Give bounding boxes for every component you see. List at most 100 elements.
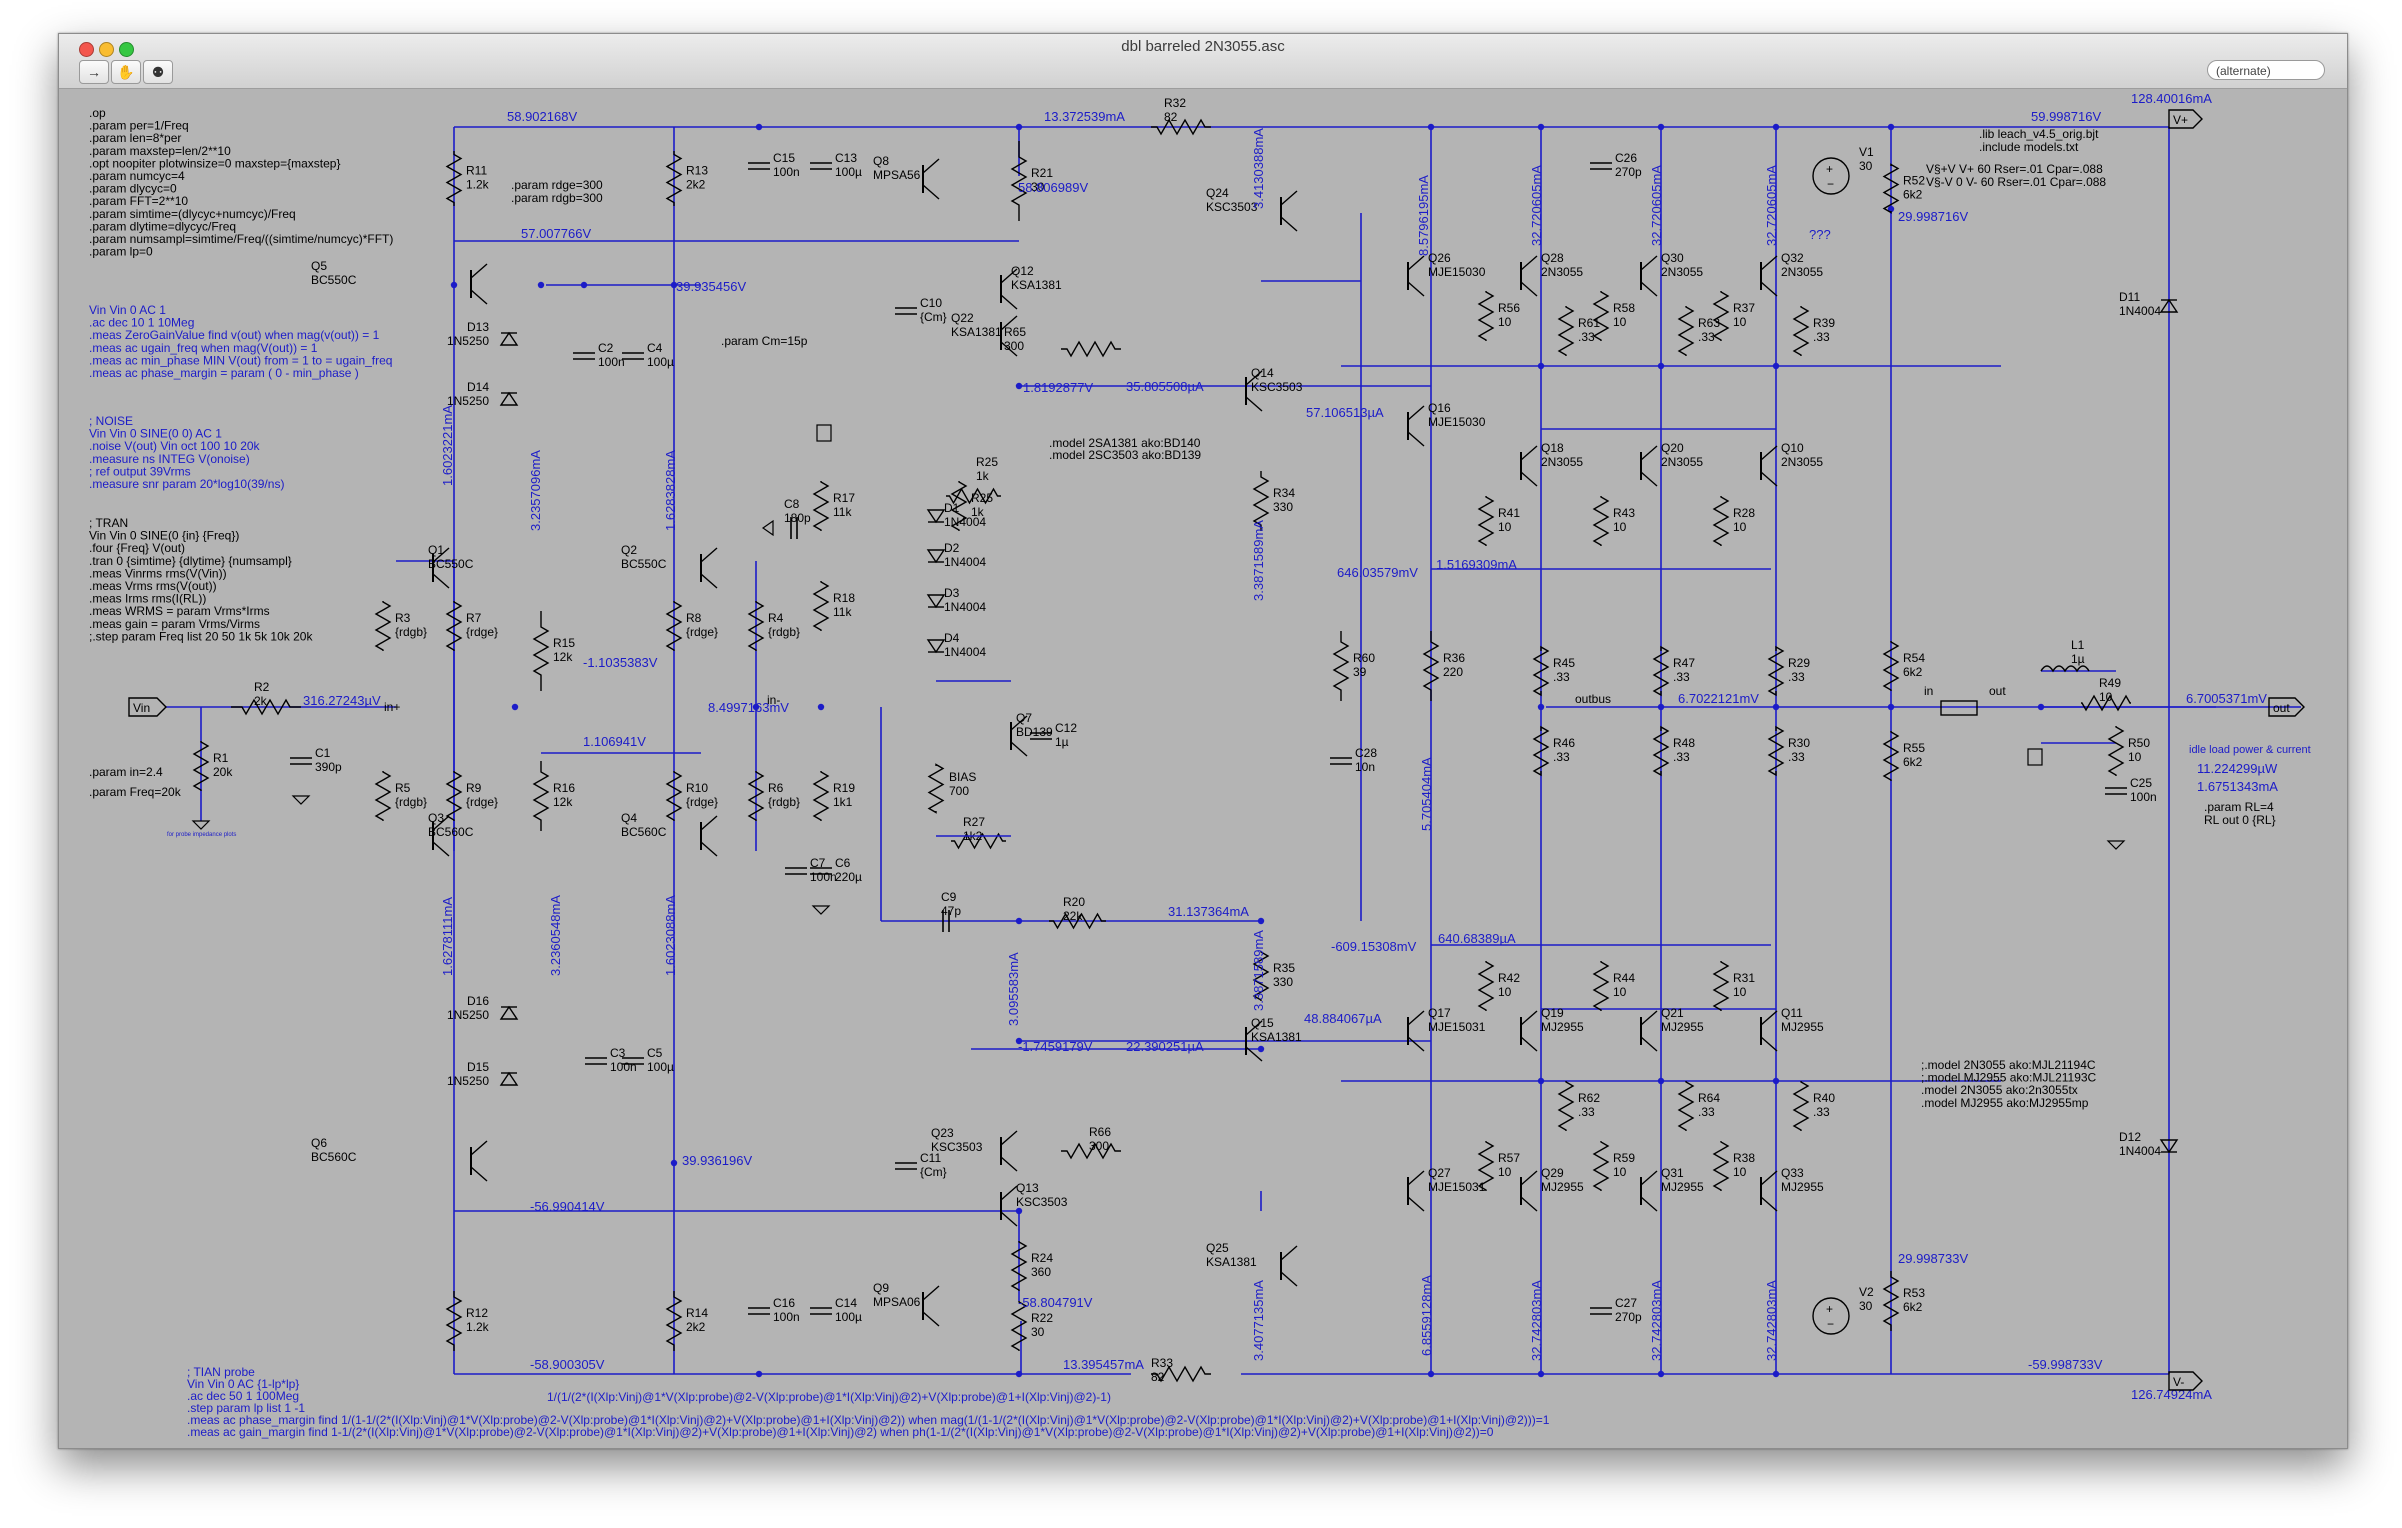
node-voltage-label: 6.7005371mV (2186, 691, 2267, 706)
junction-dot (1015, 917, 1023, 925)
schematic-text: Q16 (1428, 401, 1451, 415)
resistor (2081, 694, 2131, 712)
schematic-text: .33 (1813, 1105, 1830, 1119)
schematic-text: R62 (1578, 1091, 1600, 1105)
schematic-text: R14 (686, 1306, 708, 1320)
schematic-text: 2k (254, 694, 268, 708)
resistor (1557, 306, 1575, 356)
schematic-text: KSA1381 (1206, 1255, 1257, 1269)
node-voltage-label: 58.902168V (507, 109, 577, 124)
schematic-text: .33 (1673, 670, 1690, 684)
current-label: 1.6023088mA (663, 895, 678, 976)
schematic-text: Q30 (1661, 251, 1684, 265)
transistor (1760, 445, 1778, 461)
current-label: 8.5796195mA (1416, 175, 1431, 256)
schematic-text: C6 (835, 856, 851, 870)
schematic-text: R15 (553, 636, 575, 650)
schematic-text: 360 (1031, 1265, 1051, 1279)
schematic-text: R48 (1673, 736, 1695, 750)
search-field[interactable]: (alternate) (2207, 60, 2325, 80)
schematic-text: {Cm} (920, 310, 947, 324)
schematic-text: + (1826, 1302, 1833, 1316)
diode (2159, 298, 2179, 313)
maximize-button[interactable] (119, 42, 134, 57)
junction-dot (1657, 123, 1665, 131)
schematic-text: .include models.txt (1979, 140, 2079, 154)
resistor (1422, 631, 1440, 701)
junction-dot (752, 703, 760, 711)
transistor (1520, 471, 1538, 487)
schematic-text: 1/(1/(2*(I(Xlp:Vinj)@1*V(Xlp:probe)@2-V(… (547, 1390, 1111, 1404)
schematic-text: 10 (2099, 690, 2113, 704)
resistor (445, 601, 463, 651)
spice-directive: .param numsampl=simtime/Freq/((simtime/n… (89, 232, 393, 246)
transistor (1407, 1010, 1425, 1026)
schematic-text: {rdgb} (768, 795, 800, 809)
schematic-text: 1k (971, 505, 985, 519)
junction-dot (511, 703, 519, 711)
transistor (1280, 216, 1298, 232)
schematic-text: 100µ (835, 1310, 862, 1324)
schematic-text: .33 (1578, 1105, 1595, 1119)
schematic-text: R20 (1063, 895, 1085, 909)
schematic-text: R44 (1613, 971, 1635, 985)
schematic-text: V2 (1859, 1285, 1874, 1299)
schematic-text: MJ2955 (1541, 1180, 1584, 1194)
close-button[interactable] (79, 42, 94, 57)
schematic-text: Q15 (1251, 1016, 1274, 1030)
schematic-text: MJ2955 (1661, 1020, 1704, 1034)
transistor (922, 1311, 940, 1327)
resistor (950, 481, 968, 531)
junction-dot (1887, 703, 1895, 711)
spice-comment: .ac dec 50 1 100Meg (187, 1389, 299, 1403)
probe-tool-icon[interactable]: ⚉ (143, 60, 173, 84)
schematic-text: R27 (963, 815, 985, 829)
current-label: 3.4130388mA (1251, 128, 1266, 209)
schematic-text: .model 2SA1381 ako:BD140 (1049, 436, 1201, 450)
schematic-text: .param RL=4 (2204, 800, 2274, 814)
transistor (1760, 1196, 1778, 1212)
transistor (1520, 1010, 1538, 1026)
schematic-text: V1 (1859, 145, 1874, 159)
resistor (1592, 496, 1610, 546)
transistor (922, 158, 940, 174)
resistor (1677, 1081, 1695, 1131)
spice-directive: Vin Vin 0 SINE(0 {in} {Freq}) (89, 529, 239, 543)
run-tool-icon[interactable]: → (79, 60, 109, 84)
schematic-text: R59 (1613, 1151, 1635, 1165)
schematic-text: 30 (1031, 180, 1045, 194)
current-label: 32.720605mA (1649, 165, 1664, 246)
schematic-text: BC550C (428, 557, 474, 571)
minimize-button[interactable] (99, 42, 114, 57)
spice-comment: .measure snr param 20*log10(39/ns) (89, 477, 284, 491)
junction-dot (1537, 123, 1545, 131)
schematic-text: 220 (1443, 665, 1463, 679)
node-voltage-label: 39.936196V (682, 1153, 752, 1168)
junction-dot (1772, 1370, 1780, 1378)
transistor (1407, 281, 1425, 297)
hand-tool-icon[interactable]: ✋ (111, 60, 141, 84)
junction-dot (1772, 703, 1780, 711)
schematic-text: D16 (467, 994, 489, 1008)
schematic-text: 2k2 (686, 1320, 706, 1334)
schematic-text: 1N4004 (944, 645, 986, 659)
schematic-text: C28 (1355, 746, 1377, 760)
spice-comment: .noise V(out) Vin oct 100 10 20k (89, 439, 261, 453)
schematic-text: BIAS (949, 770, 976, 784)
inductor (2040, 665, 2090, 673)
schematic-text: .param Freq=20k (89, 785, 182, 799)
schematic-text: D15 (467, 1060, 489, 1074)
schematic-text: 1µ (2071, 652, 2085, 666)
schematic-text: MJ2955 (1661, 1180, 1704, 1194)
junction-dot (1657, 703, 1665, 711)
schematic-text: .param rdgb=300 (511, 191, 603, 205)
spice-directive: .tran 0 {simtime} {dlytime} {numsampl} (89, 554, 292, 568)
transistor (1640, 1196, 1658, 1212)
resistor (445, 1291, 463, 1351)
schematic-text: .param rdge=300 (511, 178, 603, 192)
resistor (1061, 340, 1121, 358)
diode (2159, 1139, 2179, 1154)
schematic-text: 1.2k (466, 178, 490, 192)
transistor (1245, 1046, 1263, 1062)
